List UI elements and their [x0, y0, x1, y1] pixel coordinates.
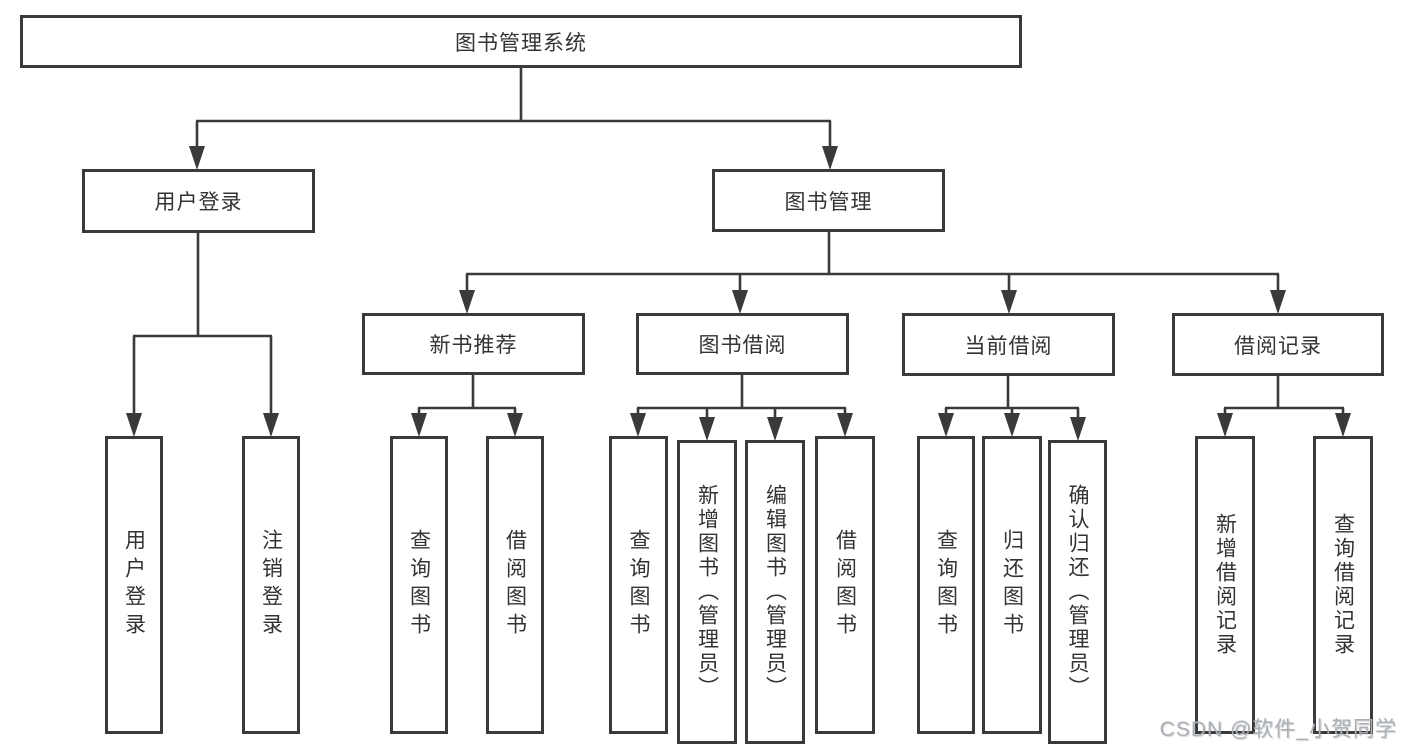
leaf-add-books-admin: 新增图书（管理员） — [677, 440, 737, 744]
leaf-query-books-current: 查询图书 — [917, 436, 975, 734]
node-user-login: 用户登录 — [82, 169, 315, 233]
leaf-return-books: 归还图书 — [982, 436, 1042, 734]
leaf-edit-books-admin: 编辑图书（管理员） — [745, 440, 805, 744]
leaf-borrow-books: 借阅图书 — [815, 436, 875, 734]
node-current-borrowing: 当前借阅 — [902, 313, 1115, 376]
node-library-management-system: 图书管理系统 — [20, 15, 1022, 68]
leaf-user-login: 用户登录 — [105, 436, 163, 734]
leaf-add-borrow-record: 新增借阅记录 — [1195, 436, 1255, 734]
node-new-book-recommendation: 新书推荐 — [362, 313, 585, 375]
node-book-management: 图书管理 — [712, 169, 945, 232]
leaf-query-borrow-record: 查询借阅记录 — [1313, 436, 1373, 734]
node-book-borrowing: 图书借阅 — [636, 313, 849, 375]
arrowheads — [126, 146, 1351, 441]
leaf-logout: 注销登录 — [242, 436, 300, 734]
leaf-query-books-borrowing: 查询图书 — [609, 436, 668, 734]
leaf-confirm-return-admin: 确认归还（管理员） — [1048, 440, 1107, 744]
leaf-borrow-books-recommendation: 借阅图书 — [486, 436, 544, 734]
leaf-query-books-recommendation: 查询图书 — [390, 436, 448, 734]
node-borrowing-records: 借阅记录 — [1172, 313, 1384, 376]
csdn-watermark: CSDN @软件_小贺同学 — [1159, 718, 1397, 741]
